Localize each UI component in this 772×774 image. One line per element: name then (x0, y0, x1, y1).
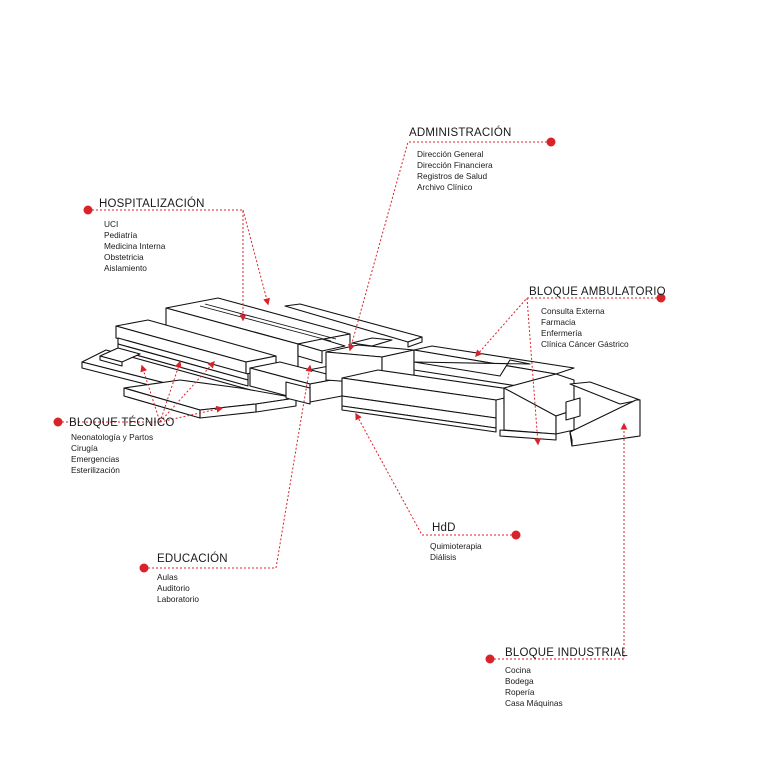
leader-bloque-tecnico-c (159, 360, 215, 423)
label-item: Dirección General (417, 149, 484, 159)
label-title: HdD (432, 522, 456, 534)
label-bloque-tecnico: BLOQUE TÉCNICO Neonatología y Partos Cir… (69, 416, 174, 475)
dot-hospitalizacion (83, 205, 93, 215)
leader-bloque-industrial (490, 422, 628, 660)
label-item: Esterilización (71, 465, 120, 475)
dot-bloque-industrial (485, 654, 495, 664)
label-item: Auditorio (157, 583, 190, 593)
label-title: EDUCACIÓN (157, 552, 228, 565)
leader-bloque-ambulatorio-b (526, 297, 542, 446)
ambulatory-block (413, 345, 575, 441)
label-item: Medicina Interna (104, 241, 166, 251)
label-title: BLOQUE AMBULATORIO (529, 286, 666, 298)
dot-bloque-tecnico (53, 417, 63, 427)
label-item: Emergencias (71, 454, 119, 464)
industrial-block (565, 381, 641, 447)
leader-hospitalizacion-a (88, 209, 247, 322)
label-bloque-ambulatorio: BLOQUE AMBULATORIO Consulta Externa Farm… (529, 286, 666, 349)
dot-hdd (511, 530, 521, 540)
label-item: Registros de Salud (417, 171, 487, 181)
education-platform (123, 379, 297, 419)
label-item: Laboratorio (157, 594, 199, 604)
label-item: UCI (104, 219, 118, 229)
label-item: Aulas (157, 572, 178, 582)
dot-educacion (139, 563, 149, 573)
label-item: Aislamiento (104, 263, 147, 273)
label-item: Casa Máquinas (505, 698, 563, 708)
leader-hdd (355, 412, 516, 536)
label-item: Pediatría (104, 230, 138, 240)
label-hospitalizacion: HOSPITALIZACIÓN UCI Pediatría Medicina I… (99, 197, 205, 273)
label-item: Ropería (505, 687, 535, 697)
label-item: Quimioterapia (430, 541, 482, 551)
endpoint-dots (53, 137, 666, 664)
label-item: Archivo Clínico (417, 182, 473, 192)
dot-administracion (546, 137, 556, 147)
label-item: Consulta Externa (541, 306, 605, 316)
label-educacion: EDUCACIÓN Aulas Auditorio Laboratorio (157, 552, 228, 604)
label-item: Neonatología y Partos (71, 432, 153, 442)
label-title: HOSPITALIZACIÓN (99, 197, 205, 210)
label-item: Cirugía (71, 443, 98, 453)
connector-block (297, 338, 346, 364)
label-title: BLOQUE INDUSTRIAL (505, 647, 628, 659)
building-massing (81, 297, 641, 447)
dot-bloque-ambulatorio (656, 293, 666, 303)
label-item: Clínica Cáncer Gástrico (541, 339, 629, 349)
label-hdd: HdD Quimioterapia Diálisis (430, 522, 482, 562)
label-title: ADMINISTRACIÓN (409, 126, 511, 139)
label-administracion: ADMINISTRACIÓN Dirección General Direcci… (409, 126, 511, 192)
hospitalization-back-slab (284, 303, 423, 348)
label-item: Enfermería (541, 328, 582, 338)
leader-lines (58, 141, 661, 660)
leader-bloque-tecnico-b (159, 360, 182, 423)
label-item: Farmacia (541, 317, 576, 327)
leader-hospitalizacion-b (242, 209, 270, 306)
label-item: Diálisis (430, 552, 456, 562)
leader-educacion (144, 364, 313, 569)
leader-bloque-tecnico-d (159, 405, 224, 423)
label-item: Bodega (505, 676, 534, 686)
label-item: Dirección Financiera (417, 160, 493, 170)
label-title: BLOQUE TÉCNICO (69, 416, 174, 429)
label-bloque-industrial: BLOQUE INDUSTRIAL Cocina Bodega Ropería … (505, 647, 628, 708)
hdd-block (341, 369, 531, 433)
label-item: Cocina (505, 665, 531, 675)
label-item: Obstetricia (104, 252, 144, 262)
